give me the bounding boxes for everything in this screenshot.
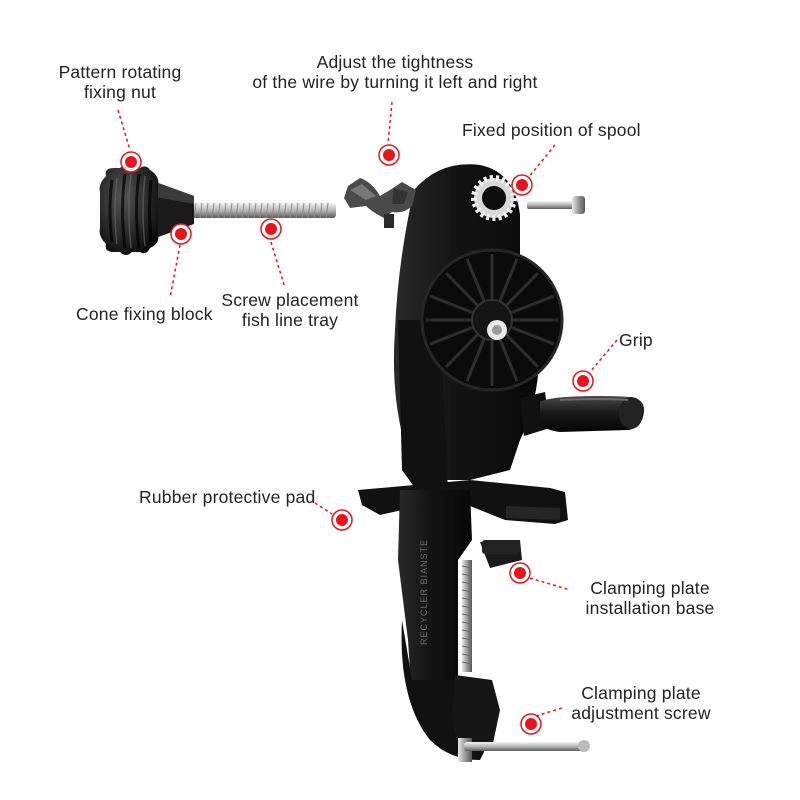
label-line: Cone fixing block bbox=[76, 304, 213, 324]
marker-dots bbox=[120, 144, 594, 735]
label-line: Adjust the tightness bbox=[316, 52, 474, 72]
leader-lines bbox=[117, 101, 618, 717]
marker-dot-icon bbox=[260, 218, 282, 240]
label-line: of the wire by turning it left and right bbox=[252, 72, 538, 92]
product-engraving: RECYCLER BIANSTE bbox=[419, 539, 429, 645]
label-line: fish line tray bbox=[241, 310, 339, 330]
crank-handle-icon bbox=[520, 392, 645, 436]
label-line: Clamping plate bbox=[581, 683, 701, 703]
marker-dot-icon bbox=[120, 151, 142, 173]
label-pattern-nut: Pattern rotating fixing nut bbox=[20, 62, 220, 102]
label-tightness: Adjust the tightness of the wire by turn… bbox=[200, 52, 590, 92]
label-line: installation base bbox=[585, 598, 715, 618]
reel-body bbox=[358, 164, 568, 760]
marker-dot-icon bbox=[511, 174, 533, 196]
label-screw-tray: Screw placement fish line tray bbox=[205, 290, 375, 330]
marker-dot-icon bbox=[170, 223, 192, 245]
label-clamp-base: Clamping plate installation base bbox=[570, 578, 730, 618]
label-cone-block: Cone fixing block bbox=[76, 304, 276, 324]
label-spool-position: Fixed position of spool bbox=[462, 120, 722, 140]
marker-dot-icon bbox=[378, 144, 400, 166]
label-line: Grip bbox=[619, 330, 653, 350]
gear-wheel-icon bbox=[471, 175, 517, 221]
marker-dot-icon bbox=[520, 713, 542, 735]
marker-dot-icon bbox=[509, 562, 531, 584]
label-line: Clamping plate bbox=[590, 578, 710, 598]
label-grip: Grip bbox=[619, 330, 699, 350]
label-line: adjustment screw bbox=[571, 703, 711, 723]
marker-dot-icon bbox=[331, 509, 353, 531]
marker-dot-icon bbox=[572, 370, 594, 392]
label-clamp-screw: Clamping plate adjustment screw bbox=[556, 683, 726, 723]
label-line: fixing nut bbox=[83, 82, 157, 102]
threaded-rod-icon bbox=[188, 202, 336, 219]
label-rubber-pad: Rubber protective pad bbox=[139, 487, 359, 507]
label-line: Pattern rotating bbox=[58, 62, 182, 82]
wing-nut-icon bbox=[344, 178, 416, 228]
t-screw-icon bbox=[458, 738, 590, 762]
label-line: Rubber protective pad bbox=[139, 487, 316, 507]
label-line: Screw placement bbox=[221, 290, 359, 310]
label-line: Fixed position of spool bbox=[462, 120, 641, 140]
spool-pin-icon bbox=[527, 196, 585, 214]
spoked-wheel-icon bbox=[420, 248, 564, 392]
